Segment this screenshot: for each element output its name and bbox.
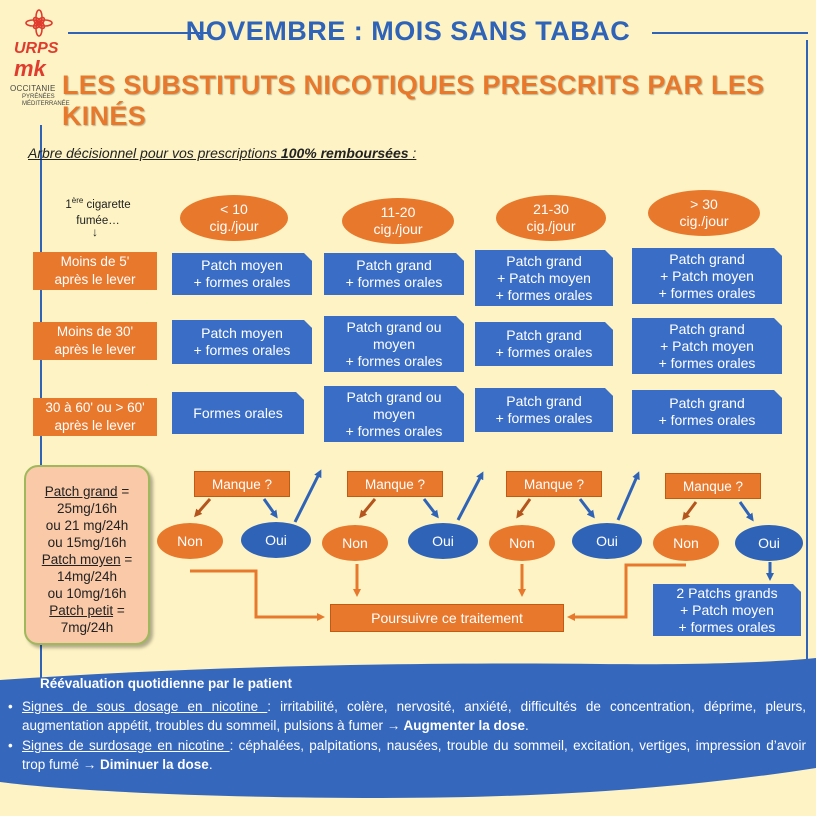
answer-non-col1: Non: [157, 523, 223, 559]
column-header-gt30: > 30 cig./jour: [648, 190, 760, 236]
manque-question-col1: Manque ?: [194, 471, 290, 497]
down-arrow-icon: ↓: [92, 225, 98, 239]
answer-non-col3: Non: [489, 525, 555, 561]
continue-treatment-box: Poursuivre ce traitement: [330, 604, 564, 632]
cell-row1-col1: Patch moyen + formes orales: [172, 253, 312, 295]
patch-doses-legend: Patch grand = 25mg/16h ou 21 mg/24h ou 1…: [24, 465, 150, 645]
manque-question-col4: Manque ?: [665, 473, 761, 499]
answer-non-col4: Non: [653, 525, 719, 561]
cell-row2-col1: Patch moyen + formes orales: [172, 320, 312, 364]
escalation-box: 2 Patchs grands + Patch moyen + formes o…: [653, 584, 801, 636]
answer-oui-col4: Oui: [735, 525, 803, 561]
cell-row1-col3: Patch grand + Patch moyen + formes orale…: [475, 250, 613, 306]
cell-row1-col4: Patch grand + Patch moyen + formes orale…: [632, 248, 782, 304]
first-cigarette-label: 1ère cigarette fumée…: [65, 196, 131, 227]
intro-text: Arbre décisionnel pour vos prescriptions…: [28, 145, 417, 161]
list-item: Signes de sous dosage en nicotine : irri…: [8, 697, 806, 735]
cell-row3-col4: Patch grand + formes orales: [632, 390, 782, 434]
page-title: NOVEMBRE : MOIS SANS TABAC: [185, 16, 631, 46]
row-label-5min: Moins de 5' après le lever: [33, 252, 157, 290]
cell-row2-col2: Patch grand ou moyen + formes orales: [324, 316, 464, 372]
manque-question-col3: Manque ?: [506, 471, 602, 497]
row-label-30min: Moins de 30' après le lever: [33, 322, 157, 360]
title-rule-left: [68, 32, 210, 34]
logo-text-urps: URPS: [14, 40, 59, 57]
logo-text-mk: mk: [14, 56, 46, 81]
column-header-11-20: 11-20 cig./jour: [342, 198, 454, 244]
cell-row3-col2: Patch grand ou moyen + formes orales: [324, 386, 464, 442]
flower-logo-icon: [25, 9, 53, 37]
frame-right-line: [806, 40, 808, 680]
column-header-21-30: 21-30 cig./jour: [496, 195, 606, 241]
reevaluation-list: Signes de sous dosage en nicotine : irri…: [8, 697, 806, 775]
answer-oui-col2: Oui: [408, 523, 478, 559]
cell-row3-col3: Patch grand + formes orales: [475, 388, 613, 432]
reevaluation-title: Réévaluation quotidienne par le patient: [40, 676, 293, 691]
manque-question-col2: Manque ?: [347, 471, 443, 497]
row-label-60min: 30 à 60' ou > 60' après le lever: [33, 398, 157, 436]
cell-row1-col2: Patch grand + formes orales: [324, 253, 464, 295]
logo-subregion: PYRÉNÉES MÉDITERRANÉE: [22, 94, 70, 107]
cell-row2-col3: Patch grand + formes orales: [475, 322, 613, 366]
title-rule-right: [652, 32, 808, 34]
column-header-lt10: < 10 cig./jour: [180, 195, 288, 241]
cell-row2-col4: Patch grand + Patch moyen + formes orale…: [632, 318, 782, 374]
cell-row3-col1: Formes orales: [172, 392, 304, 434]
answer-oui-col3: Oui: [572, 523, 642, 559]
logo-region: OCCITANIE: [10, 84, 56, 93]
page-subtitle: LES SUBSTITUTS NICOTIQUES PRESCRITS PAR …: [62, 70, 765, 131]
answer-oui-col1: Oui: [241, 522, 311, 558]
answer-non-col2: Non: [322, 525, 388, 561]
list-item: Signes de surdosage en nicotine : céphal…: [8, 736, 806, 774]
